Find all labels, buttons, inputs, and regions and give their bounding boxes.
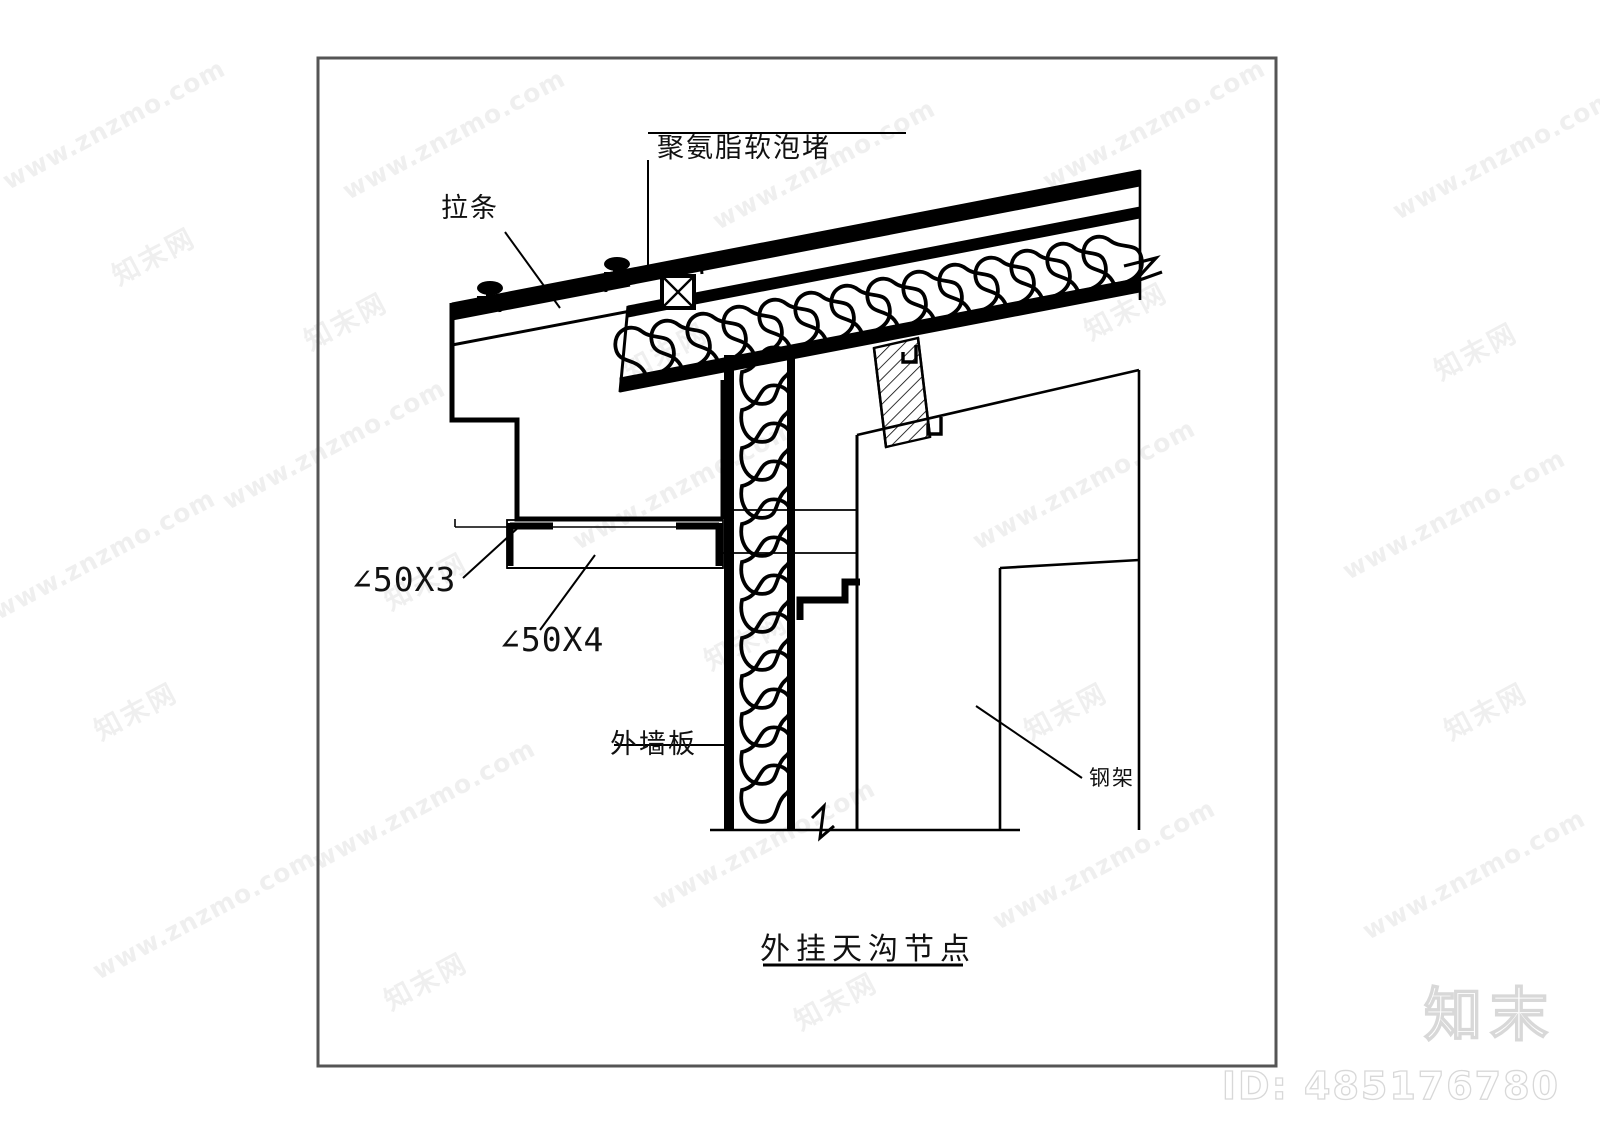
wall-sandwich-panel [724,345,795,830]
brand-logo: 知末 [1423,980,1556,1050]
leader-steel-frame [975,705,1083,779]
z-clip-upper [901,345,918,364]
roof-sandwich-panel [450,169,1148,420]
drawing-title: 外挂天沟节点 [760,932,976,967]
support-angle-bracket [506,519,724,569]
fastener-screw [604,257,630,284]
label-steel-frame: 钢架 [1089,766,1135,790]
leader-angle-50x3 [462,525,521,579]
foam-plug-symbol [660,274,696,310]
brand-id: ID: 485176780 [1221,1063,1560,1108]
leader-angle-50x4 [539,554,596,631]
label-foam-plug: 聚氨脂软泡堵 [657,133,831,164]
leader-lines [462,132,1083,779]
wall-break-line [710,801,1020,842]
wall-insulation-fill [739,345,794,824]
label-tie-rod: 拉条 [441,193,499,224]
label-angle-50x4: ∠50X4 [500,620,605,659]
leader-tie-rod [504,231,561,309]
label-angle-50x3: ∠50X3 [352,560,457,599]
steel-frame-column [723,368,1141,830]
fastener-screw [477,281,503,308]
roof-fastener-set [477,257,630,308]
roof-break-line [1123,170,1163,300]
label-wall-panel: 外墙板 [610,729,697,760]
z-clip-lower [926,417,943,436]
purlin-hatched [872,336,932,449]
z-purlin-clip [796,578,860,620]
sheet-border [316,56,1278,1068]
